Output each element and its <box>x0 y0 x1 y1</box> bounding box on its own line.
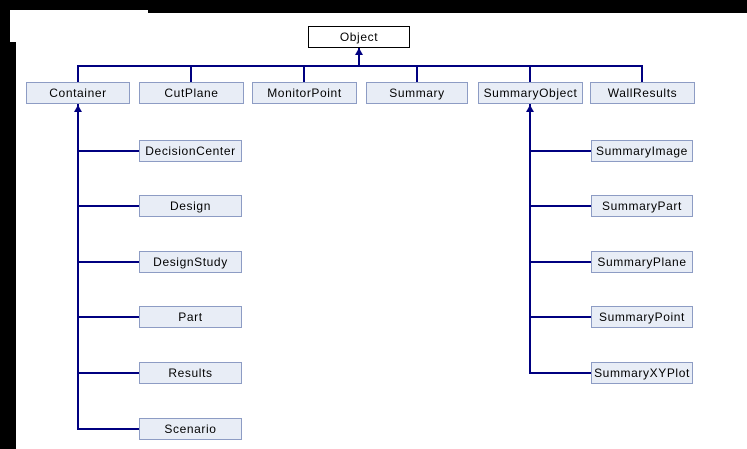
connector-branch <box>77 261 139 263</box>
node-summarypart[interactable]: SummaryPart <box>591 195 693 217</box>
arrowhead-up-icon <box>526 105 534 112</box>
node-container[interactable]: Container <box>26 82 130 104</box>
connector-branch <box>77 316 139 318</box>
node-design[interactable]: Design <box>139 195 242 217</box>
connector-stub <box>190 65 192 82</box>
node-part[interactable]: Part <box>139 306 242 328</box>
window-edge-top <box>0 0 747 10</box>
connector-branch <box>77 372 139 374</box>
connector-branch <box>529 261 591 263</box>
connector-branch <box>77 428 139 430</box>
node-summaryxyplot[interactable]: SummaryXYPlot <box>591 362 693 384</box>
node-summary[interactable]: Summary <box>366 82 468 104</box>
connector-level1-hline <box>78 65 643 67</box>
arrowhead-up-icon <box>74 105 82 112</box>
node-decisioncenter[interactable]: DecisionCenter <box>139 140 242 162</box>
node-monitorpoint[interactable]: MonitorPoint <box>252 82 357 104</box>
connector-stub <box>416 65 418 82</box>
connector-summaryobject-trunk <box>529 104 531 374</box>
node-cutplane[interactable]: CutPlane <box>139 82 244 104</box>
connector-stub <box>303 65 305 82</box>
node-wallresults[interactable]: WallResults <box>590 82 695 104</box>
window-edge-left-upper <box>0 10 10 42</box>
node-summarypoint[interactable]: SummaryPoint <box>591 306 693 328</box>
node-summaryobject[interactable]: SummaryObject <box>478 82 583 104</box>
node-designstudy[interactable]: DesignStudy <box>139 251 242 273</box>
window-edge-top-right <box>148 10 747 13</box>
connector-branch <box>77 150 139 152</box>
connector-branch <box>529 316 591 318</box>
window-edge-left <box>0 42 16 449</box>
connector-stub <box>77 65 79 82</box>
connector-root-stub <box>358 48 360 66</box>
node-object[interactable]: Object <box>308 26 410 48</box>
node-summaryimage[interactable]: SummaryImage <box>591 140 693 162</box>
connector-stub <box>529 65 531 82</box>
arrowhead-up-icon <box>355 48 363 55</box>
connector-branch <box>529 150 591 152</box>
connector-branch <box>77 205 139 207</box>
connector-branch <box>529 205 591 207</box>
node-scenario[interactable]: Scenario <box>139 418 242 440</box>
node-summaryplane[interactable]: SummaryPlane <box>591 251 693 273</box>
connector-stub <box>641 65 643 82</box>
connector-container-trunk <box>77 104 79 430</box>
connector-branch <box>529 372 591 374</box>
node-results[interactable]: Results <box>139 362 242 384</box>
